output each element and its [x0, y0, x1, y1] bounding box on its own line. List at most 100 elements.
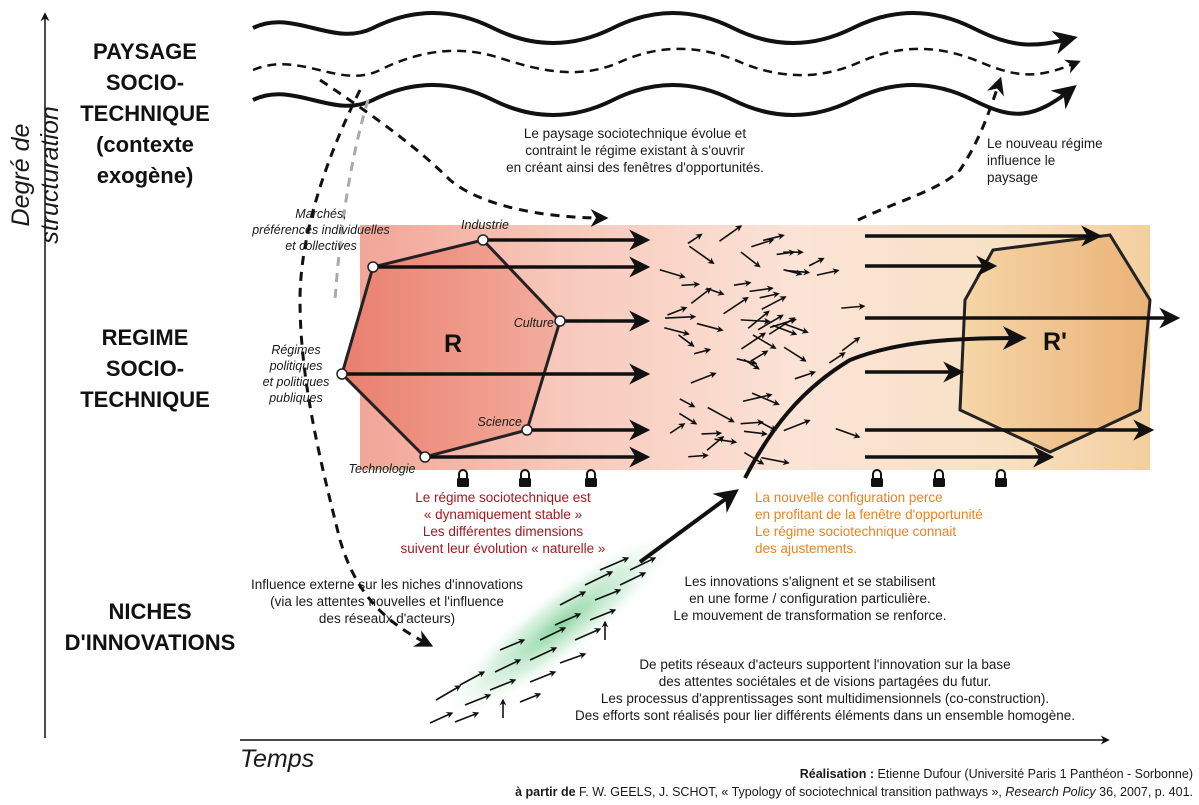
turbulence-arrow [664, 326, 690, 336]
turbulence-arrow [761, 456, 790, 466]
turbulence-arrow [659, 268, 686, 279]
turbulence-arrow [707, 406, 735, 423]
dimension-industry: Industrie [461, 218, 509, 232]
turbulence-arrow [696, 322, 724, 333]
niche-arrow [529, 647, 558, 661]
niche-arrow [554, 613, 582, 626]
padlock-icon [519, 469, 531, 487]
regime-to-landscape-arrow [857, 76, 1004, 222]
niche-arrow [429, 712, 454, 724]
turbulence-arrow [740, 419, 765, 426]
annotation-niche-networks: De petits réseaux d'acteurs supportent l… [574, 657, 1076, 723]
turbulence-arrow [723, 296, 749, 315]
padlock-icon [933, 469, 945, 487]
niche-arrow [589, 608, 617, 621]
turbulence-arrow [701, 430, 723, 437]
niche-arrow [584, 571, 614, 586]
turbulence-arrow [740, 251, 761, 268]
turbulence-arrow [783, 419, 811, 432]
niche-arrow [459, 671, 486, 686]
landscape-to-regime-arrow [319, 78, 609, 227]
level-regime: REGIME SOCIO- TECHNIQUE [80, 325, 210, 412]
x-axis-label: Temps [240, 745, 315, 773]
padlock-icon [871, 469, 883, 487]
annotation-stable-regime: Le régime sociotechnique est « dynamique… [400, 490, 606, 556]
niche-arrow [435, 685, 462, 701]
niche-arrow [489, 678, 517, 691]
padlock-icons [457, 469, 1007, 487]
niche-arrow [519, 692, 542, 703]
turbulence-arrow [808, 257, 825, 267]
turbulence-arrow [667, 306, 688, 316]
influence-arrows [298, 76, 1004, 647]
regime-r-label: R [444, 330, 463, 358]
turbulence-arrow [757, 314, 784, 331]
turbulence-arrow [690, 372, 717, 384]
grey-dashed-link [333, 99, 370, 301]
turbulence-arrow [783, 268, 803, 277]
turbulence-arrow [752, 334, 777, 349]
turbulence-arrow [751, 238, 775, 248]
credit-block: Réalisation : Etienne Dufour (Université… [293, 765, 1193, 801]
annotation-external-influence: Influence externe sur les niches d'innov… [251, 577, 523, 626]
turbulence-arrow [783, 346, 807, 362]
turbulence-arrows [659, 225, 866, 466]
annotation-new-regime: Le nouveau régime influence le paysage [987, 136, 1103, 185]
niche-arrow [599, 557, 630, 571]
annotation-landscape-pressure: Le paysage sociotechnique évolue et cont… [506, 126, 764, 175]
turbulence-arrow [687, 233, 703, 245]
dimension-markets: Marchés, préférences individuelles et co… [252, 207, 390, 253]
landscape-to-niche-arrow [298, 89, 434, 647]
niche-arrow [454, 711, 480, 723]
dimension-policy: Régimes politiques et politiques publiqu… [262, 343, 330, 405]
dimension-technology: Technologie [348, 462, 416, 476]
niche-main-arrow [638, 489, 739, 564]
turbulence-arrow [743, 430, 768, 437]
niche-arrow [559, 652, 587, 664]
breakthrough-arrow [743, 326, 1027, 479]
annotation-breakthrough: La nouvelle configuration perce en profi… [755, 490, 983, 556]
niche-arrow [529, 670, 557, 683]
turbulence-arrow [742, 392, 773, 403]
credit-line-1: Réalisation : Etienne Dufour (Université… [799, 767, 1193, 781]
turbulence-arrow [759, 291, 780, 299]
turbulence-arrow [706, 435, 725, 451]
turbulence-arrow [828, 352, 846, 364]
turbulence-arrow [835, 427, 861, 439]
turbulence-arrow [719, 225, 743, 242]
turbulence-arrow [794, 370, 817, 380]
niche-arrow [629, 557, 657, 571]
niche-glow [439, 528, 681, 722]
turbulence-arrow [678, 334, 695, 347]
turbulence-arrow [669, 423, 686, 434]
turbulence-arrow [665, 313, 697, 321]
turbulence-arrow [841, 336, 861, 352]
turbulence-arrow [751, 392, 780, 406]
turbulence-arrow [781, 322, 809, 334]
turbulence-arrow [841, 303, 866, 310]
niche-arrows [429, 557, 657, 724]
turbulence-arrow [693, 347, 712, 355]
turbulence-arrow [776, 249, 796, 257]
turbulence-arrow [740, 317, 771, 325]
turbulence-arrow [768, 317, 796, 335]
niche-arrow [464, 693, 492, 706]
turbulence-arrow [749, 285, 774, 293]
padlock-icon [457, 469, 469, 487]
y-axis-label: Degré de structuration [7, 106, 64, 244]
turbulence-arrow [743, 358, 760, 370]
niche-arrow [559, 591, 587, 606]
niche-arrow [499, 638, 526, 651]
level-niches: NICHES D'INNOVATIONS [64, 599, 236, 655]
padlock-icon [585, 469, 597, 487]
turbulence-arrow [688, 245, 715, 265]
turbulence-arrow [681, 281, 701, 288]
turbulence-arrow [816, 268, 840, 276]
turbulence-arrow [678, 412, 698, 425]
turbulence-arrow [733, 280, 752, 287]
niche-arrow [594, 588, 622, 601]
turbulence-arrow [688, 452, 709, 460]
dimension-science: Science [477, 415, 522, 429]
turbulence-arrow [772, 324, 798, 336]
